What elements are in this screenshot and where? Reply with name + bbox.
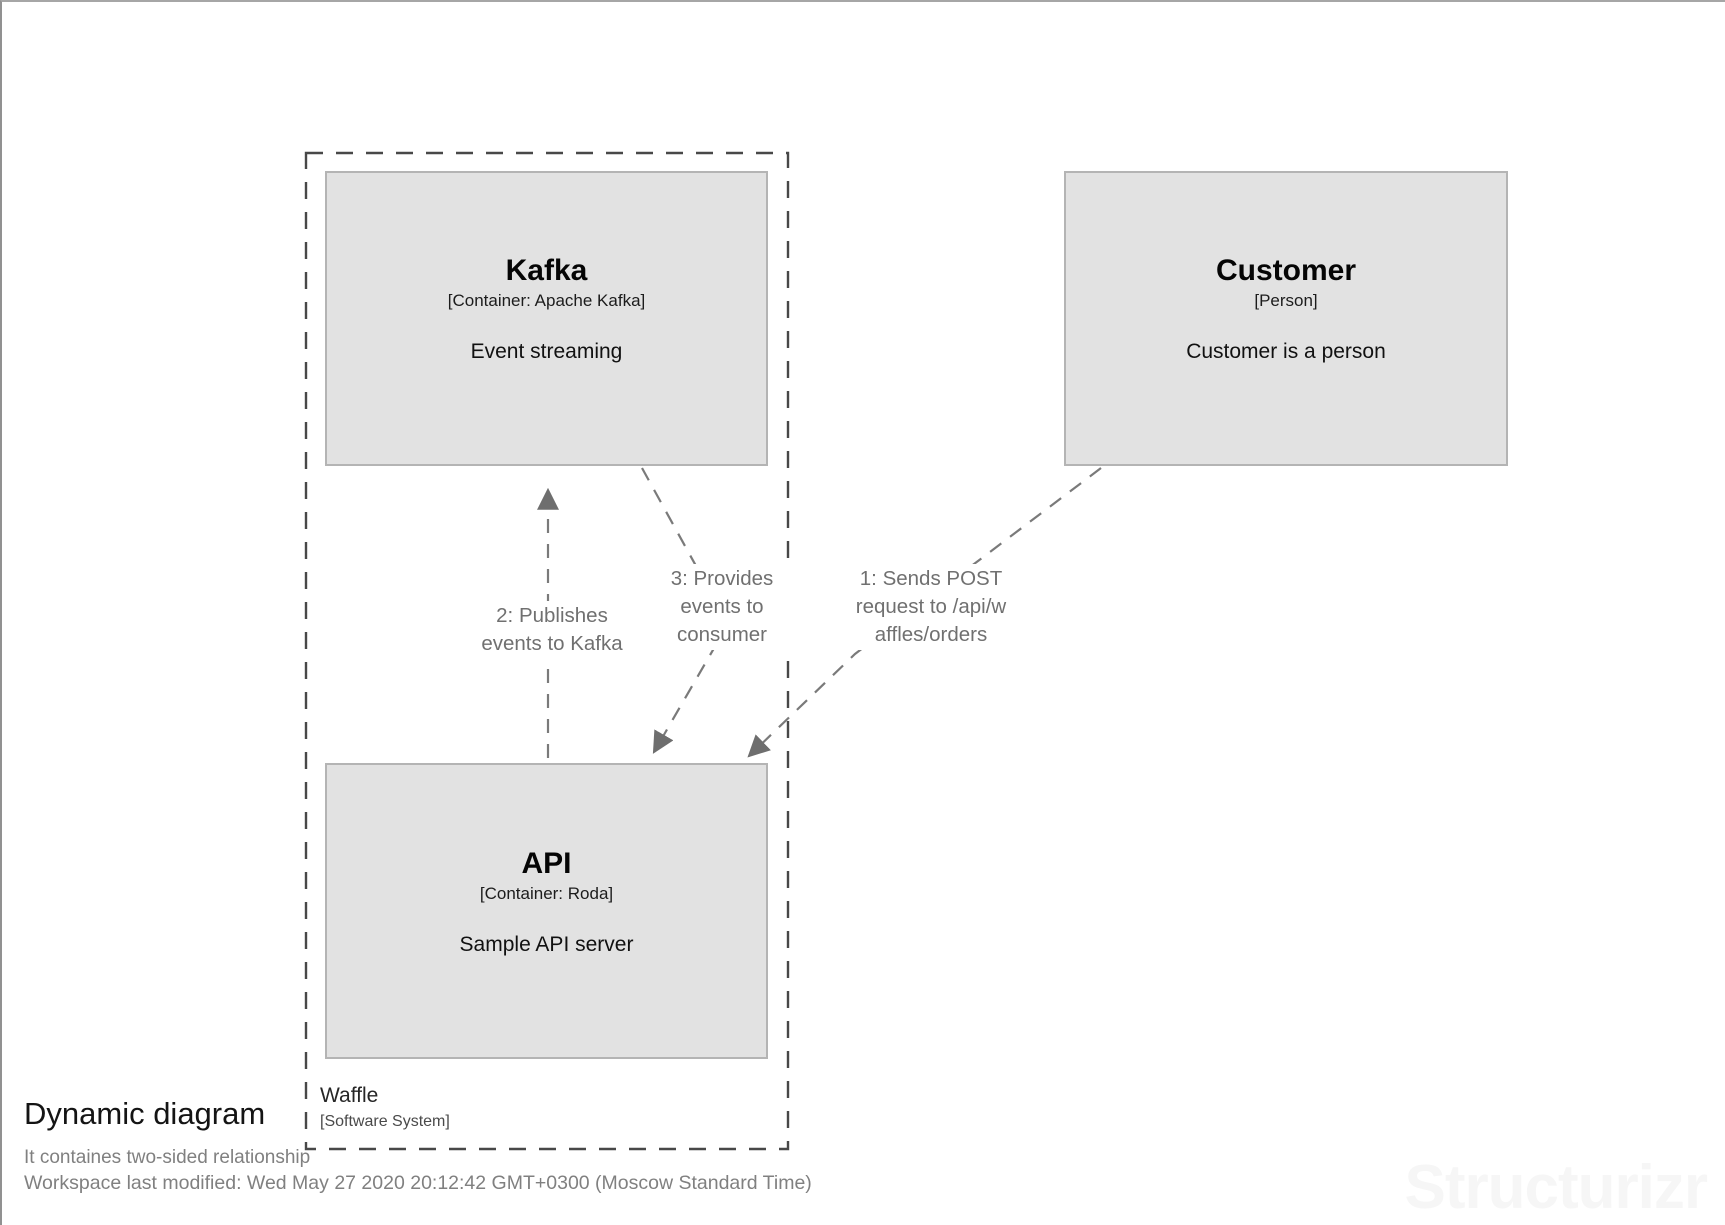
container-api[interactable]: API [Container: Roda] Sample API server [325,763,768,1059]
relationship-2-label[interactable]: 2: Publishes events to Kafka [453,601,651,659]
diagram-description: It containes two-sided relationship [24,1147,311,1168]
customer-meta: [Person] [1254,291,1318,310]
kafka-meta: [Container: Apache Kafka] [447,291,646,310]
kafka-description: Event streaming [470,340,623,363]
relationship-1-label-line-1: 1: Sends POST [859,567,1003,590]
waffle-boundary-box[interactable] [304,151,790,1151]
waffle-boundary-label: Waffle [Software System] [320,1083,450,1132]
api-description: Sample API server [459,932,634,956]
api-meta: [Container: Roda] [479,883,614,903]
person-customer[interactable]: Customer [Person] Customer is a person [1064,171,1508,466]
relationship-2-label-line-2: events to Kafka [481,632,623,655]
relationship-1-label-line-2: request to /api/w [855,595,1007,618]
relationship-3-label-line-2: events to [680,595,764,618]
api-name: API [521,846,572,880]
relationship-3-label-line-1: 3: Provides [670,567,774,590]
workspace-last-modified: Workspace last modified: Wed May 27 2020… [24,1172,812,1194]
relationship-1-label[interactable]: 1: Sends POST request to /api/w affles/o… [822,564,1040,650]
customer-description: Customer is a person [1186,340,1386,363]
waffle-boundary-name: Waffle [320,1084,379,1107]
structurizr-watermark: Structurizr [1404,1153,1708,1222]
waffle-boundary-type: [Software System] [320,1113,450,1130]
relationship-1-line[interactable] [747,467,1102,758]
relationship-3-label[interactable]: 3: Provides events to consumer [643,564,801,650]
customer-name: Customer [1215,254,1357,287]
diagram-title: Dynamic diagram [24,1096,266,1131]
relationship-3-label-line-3: consumer [676,623,767,646]
relationship-2-label-line-1: 2: Publishes [496,604,608,627]
kafka-name: Kafka [505,254,588,287]
container-kafka[interactable]: Kafka [Container: Apache Kafka] Event st… [325,171,768,466]
relationship-1-label-line-3: affles/orders [874,623,988,646]
